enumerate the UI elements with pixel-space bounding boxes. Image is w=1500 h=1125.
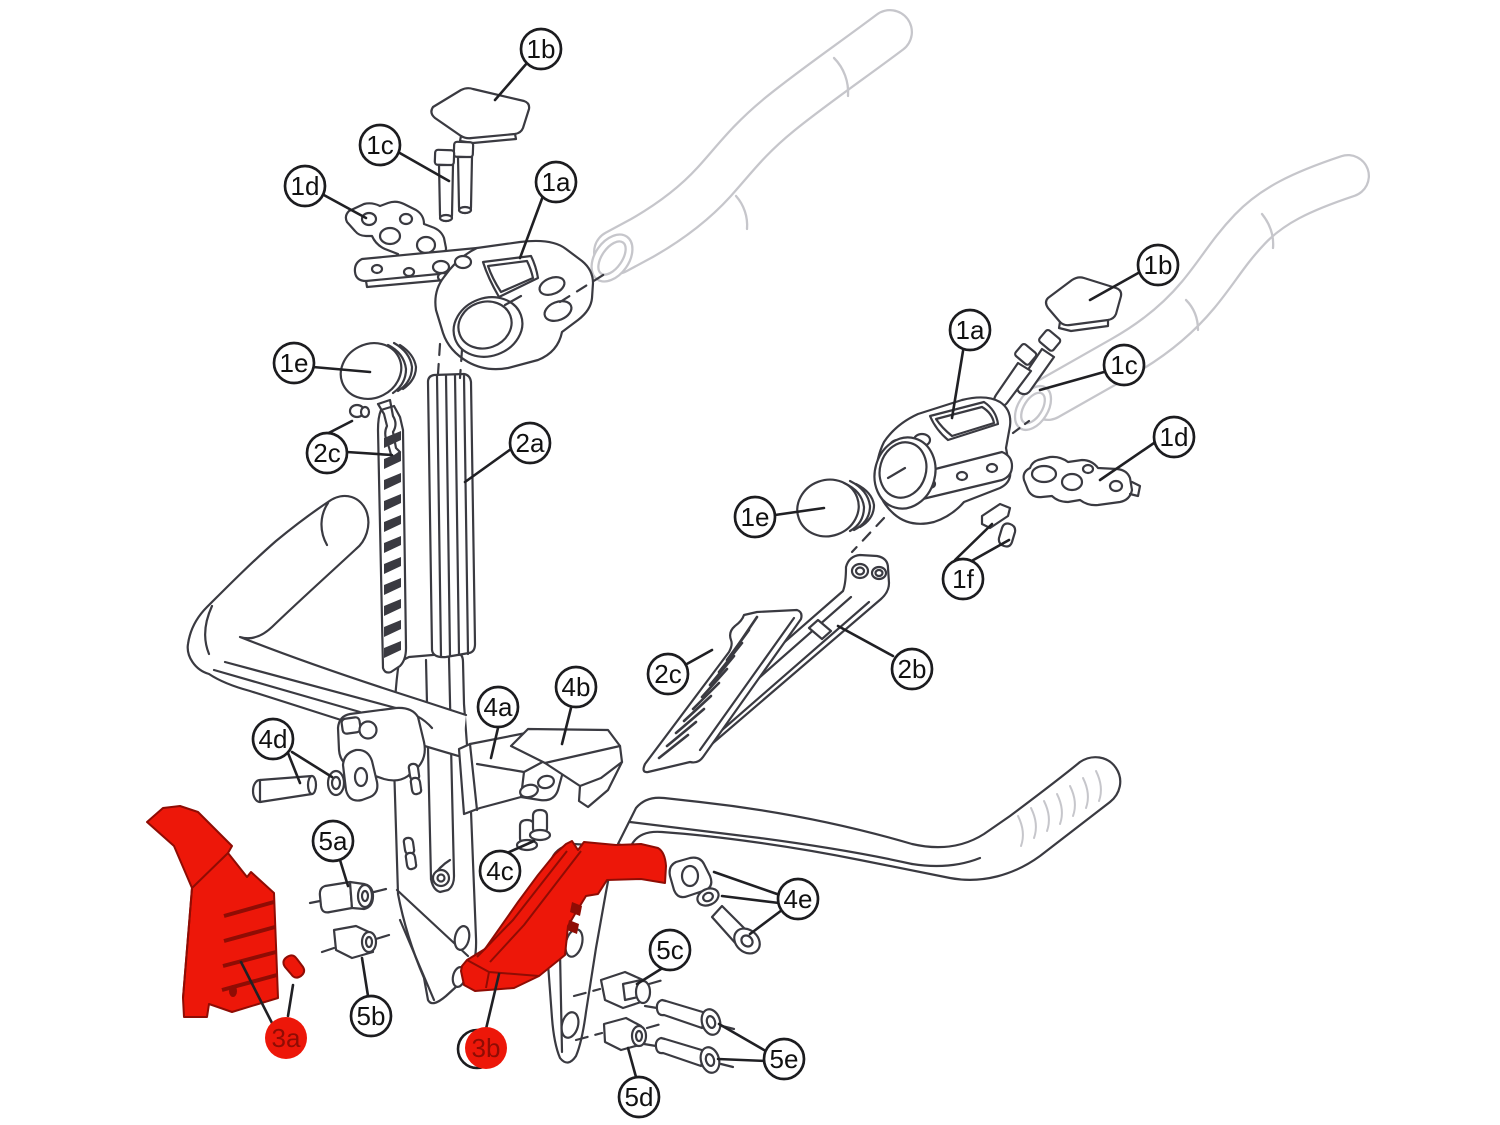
svg-text:1c: 1c [1110,350,1137,380]
svg-text:1b: 1b [527,34,556,64]
svg-text:5a: 5a [319,826,348,856]
svg-text:4a: 4a [484,692,513,722]
svg-text:1a: 1a [542,167,571,197]
svg-text:1e: 1e [280,348,309,378]
svg-text:5b: 5b [357,1001,386,1031]
svg-text:4c: 4c [486,856,513,886]
svg-text:1a: 1a [956,315,985,345]
svg-text:1d: 1d [1160,422,1189,452]
svg-text:2a: 2a [516,428,545,458]
svg-text:4d: 4d [259,724,288,754]
svg-text:1d: 1d [291,171,320,201]
svg-text:1b: 1b [1144,250,1173,280]
svg-text:1f: 1f [952,564,974,594]
svg-text:4e: 4e [784,884,813,914]
svg-text:4b: 4b [562,672,591,702]
svg-text:2c: 2c [313,438,340,468]
svg-text:2b: 2b [898,654,927,684]
svg-text:5d: 5d [625,1082,654,1112]
svg-text:3a: 3a [272,1023,301,1053]
svg-text:2c: 2c [654,659,681,689]
svg-text:5c: 5c [656,935,683,965]
svg-text:3b: 3b [472,1033,501,1063]
svg-text:1c: 1c [366,130,393,160]
svg-text:5e: 5e [770,1044,799,1074]
svg-text:1e: 1e [741,502,770,532]
